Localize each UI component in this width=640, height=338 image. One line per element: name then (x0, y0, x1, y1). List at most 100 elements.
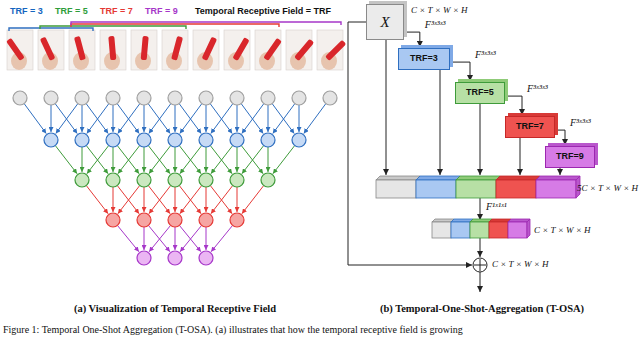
tensor-segment (489, 222, 508, 238)
temporal-conv-arrow (87, 146, 109, 174)
red-object (294, 39, 314, 61)
frame-background (131, 30, 157, 70)
node-label: TRF=9 (556, 152, 584, 162)
branch-arrow (440, 70, 441, 175)
kernel-label: F³ˣ³ˣ³ (526, 83, 549, 95)
temporal-conv-arrow (148, 225, 170, 251)
feature-node (230, 133, 244, 147)
frame-background (224, 30, 250, 70)
temporal-conv-arrow (206, 187, 207, 212)
temporal-conv-arrow (242, 104, 264, 134)
temporal-conv-arrow (82, 147, 83, 172)
tensor-segment (376, 180, 416, 198)
feature-node (106, 91, 120, 105)
temporal-conv-arrow (242, 146, 264, 174)
temporal-conv-arrow (118, 104, 140, 134)
feature-node (292, 133, 306, 147)
feature-node (230, 91, 244, 105)
tensor-face (527, 219, 530, 238)
feature-node (106, 213, 120, 227)
red-object (232, 37, 249, 61)
subfigure-caption: (a) Visualization of Temporal Receptive … (74, 303, 276, 315)
tensor-face (470, 219, 492, 222)
tensor-face (489, 219, 511, 222)
tensor-face (456, 176, 500, 180)
feature-node (199, 91, 213, 105)
red-object (202, 37, 218, 61)
red-object (325, 40, 346, 61)
red-object (171, 36, 183, 61)
tensor-face (451, 219, 473, 222)
temporal-conv-arrow (175, 187, 176, 212)
temporal-conv-arrow (117, 186, 139, 214)
feature-node (261, 133, 275, 147)
temporal-conv-arrow (149, 146, 171, 174)
temporal-conv-arrow (144, 227, 145, 250)
feature-node (168, 173, 182, 187)
feature-node (137, 251, 151, 265)
feature-node (106, 173, 120, 187)
tensor-segment (432, 222, 451, 238)
branch-arrow (386, 40, 387, 175)
temporal-conv-arrow (273, 146, 295, 174)
temporal-conv-arrow (211, 104, 233, 134)
trf-label: TRF = 7 (100, 6, 133, 16)
node-label: TRF=5 (466, 88, 494, 98)
conv-block: TRF=7 (505, 116, 555, 138)
feature-node (168, 91, 182, 105)
temporal-conv-arrow (175, 105, 176, 132)
red-object (6, 38, 25, 61)
temporal-conv-arrow (206, 227, 207, 250)
tensor-face (536, 176, 580, 180)
temporal-conv-arrow (86, 104, 108, 134)
temporal-conv-arrow (179, 146, 201, 174)
tensor-shape: C × T × W × H (534, 225, 591, 235)
red-object (263, 38, 282, 61)
temporal-conv-arrow (117, 104, 139, 134)
tensor-segment (496, 180, 536, 198)
trf-label: TRF = 5 (55, 6, 88, 16)
temporal-conv-arrow (241, 104, 263, 134)
video-frame (100, 30, 126, 70)
frame-background (38, 30, 64, 70)
temporal-conv-arrow (206, 147, 207, 172)
trf-definition: Temporal Receptive Field = TRF (195, 6, 331, 16)
temporal-conv-arrow (24, 104, 46, 134)
feature-node (323, 91, 337, 105)
frame-background (193, 30, 219, 70)
red-object (74, 36, 86, 61)
temporal-conv-arrow (210, 146, 232, 174)
kernel-label: F³ˣ³ˣ³ (474, 49, 497, 61)
branch-arrow (480, 104, 481, 175)
temporal-conv-arrow (179, 186, 201, 214)
feature-node (168, 251, 182, 265)
feature-node (199, 213, 213, 227)
temporal-conv-arrow (237, 187, 238, 212)
node-label: TRF=7 (516, 122, 544, 132)
temporal-conv-arrow (211, 186, 233, 214)
kernel-label: F³ˣ³ˣ³ (569, 117, 592, 129)
temporal-conv-arrow (55, 104, 77, 134)
temporal-conv-arrow (82, 105, 83, 132)
flow-arrow (555, 130, 565, 145)
tensor-segment (451, 222, 470, 238)
feature-node (137, 213, 151, 227)
output-arrow (480, 272, 481, 292)
temporal-conv-arrow (56, 104, 78, 134)
tensor-segment (416, 180, 456, 198)
temporal-conv-arrow (148, 146, 170, 174)
video-frame (193, 30, 219, 70)
feature-node (199, 251, 213, 265)
subfigure-caption: (b) Temporal-One-Shot-Aggregation (T-OSA… (380, 303, 584, 315)
video-frame (317, 30, 346, 70)
temporal-conv-arrow (118, 146, 140, 174)
sum-plus (474, 259, 486, 271)
temporal-conv-arrow (210, 104, 232, 134)
trf-label: TRF = 9 (145, 6, 178, 16)
temporal-conv-arrow (149, 186, 171, 214)
receptive-field-art (6, 22, 346, 265)
red-object (141, 36, 149, 60)
feature-node (13, 91, 27, 105)
temporal-conv-arrow (86, 186, 108, 214)
